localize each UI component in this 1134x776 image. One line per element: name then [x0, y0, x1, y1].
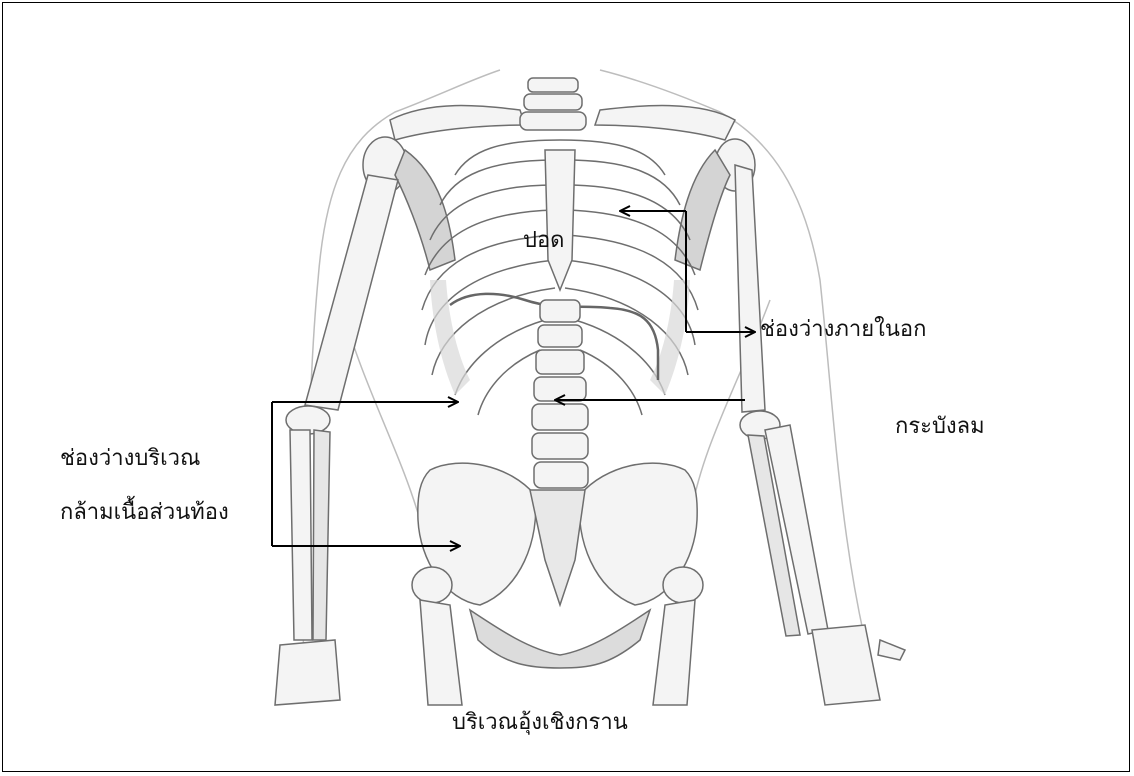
- thoracic-cavity-label: ช่องว่างภายในอก: [760, 311, 926, 346]
- abdominal-cavity-label-line2: กล้ามเนื้อส่วนท้อง: [60, 494, 229, 529]
- lung-label: ปอด: [523, 222, 564, 257]
- spine: [532, 300, 588, 488]
- femurs: [420, 600, 695, 705]
- pelvic-region-label: บริเวณอุ้งเชิงกราน: [452, 704, 628, 739]
- cervical-spine: [520, 78, 586, 130]
- abdominal-cavity-label-line1: ช่องว่างบริเวณ: [60, 440, 200, 475]
- left-arm: [275, 175, 398, 705]
- right-arm: [735, 165, 905, 705]
- diaphragm-label: กระบังลม: [895, 408, 985, 443]
- pelvis: [412, 463, 703, 668]
